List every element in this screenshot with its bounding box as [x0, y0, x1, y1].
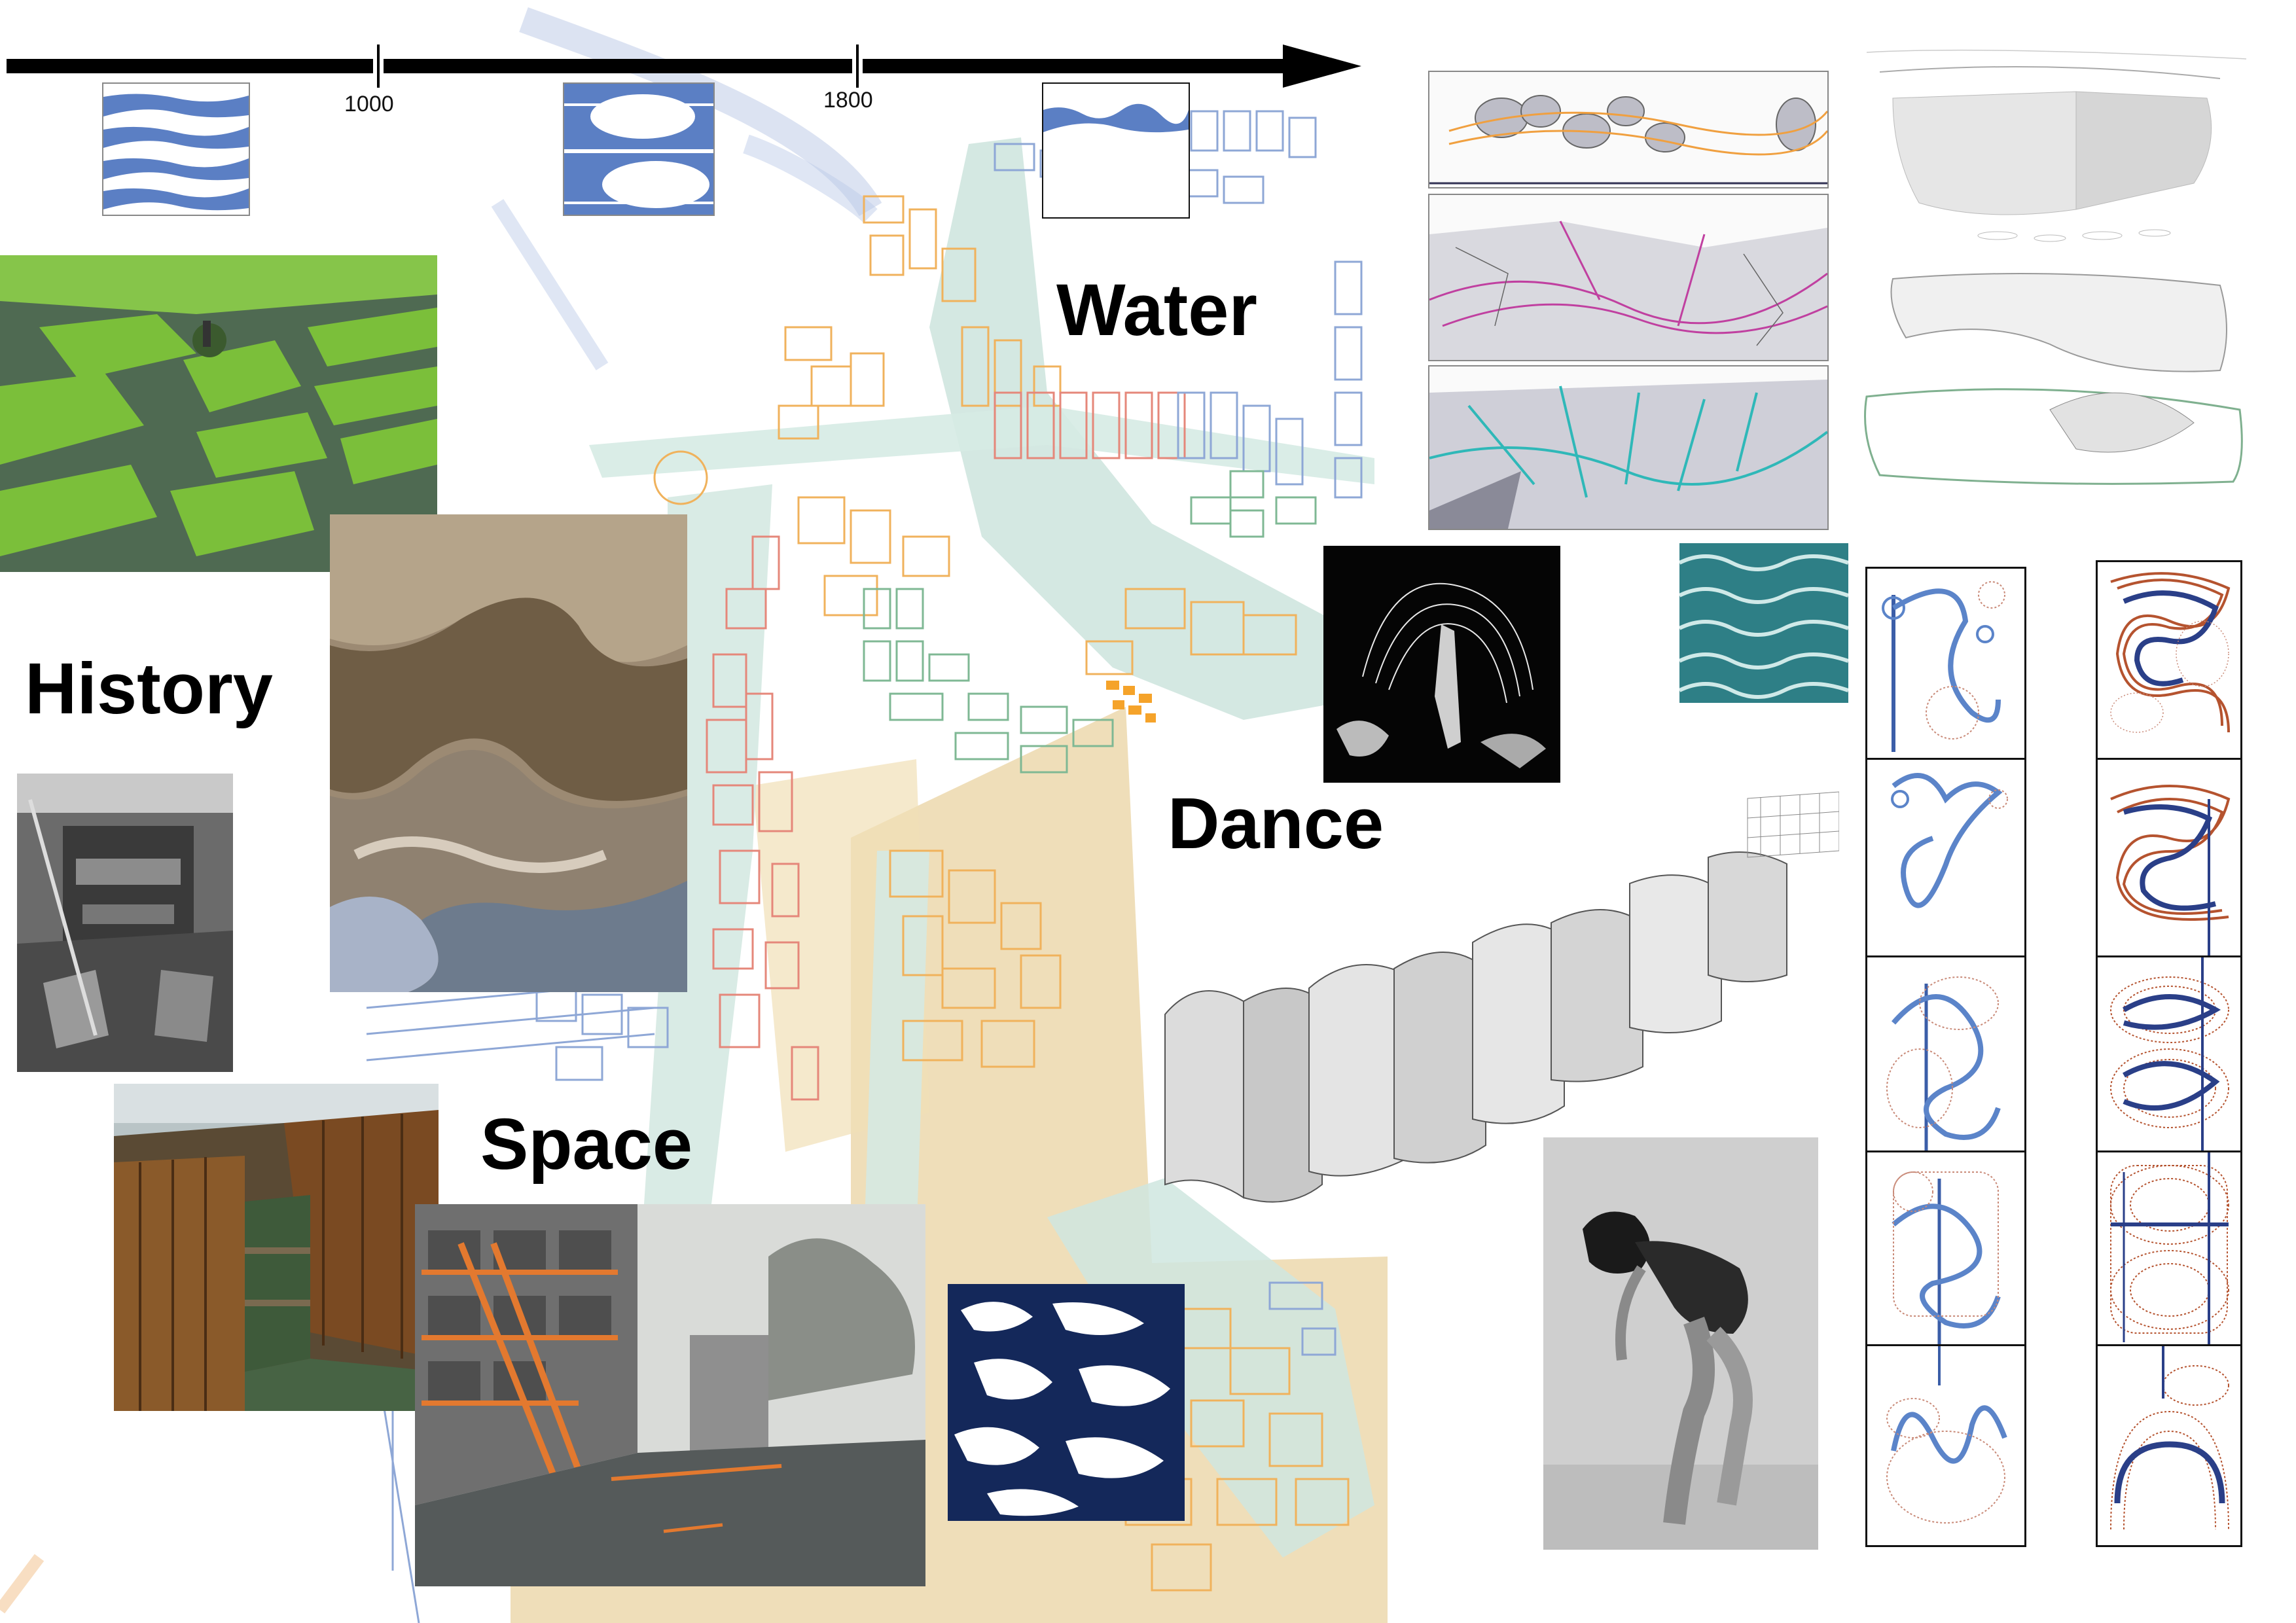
movement-diagram-blue-3 [1865, 955, 2026, 1154]
timeline-tick-label: 1800 [823, 88, 873, 113]
movement-diagram-blue-4 [1865, 1150, 2026, 1348]
timeline-arrow-icon [7, 45, 1361, 88]
map-red-blocks [706, 391, 1186, 1101]
heading-dance: Dance [1168, 783, 1384, 864]
movement-diagram-rust-1 [2096, 560, 2242, 762]
movement-diagram-blue-5 [1865, 1344, 2026, 1547]
map-streak [519, 7, 882, 217]
map-orange-cluster [1106, 681, 1156, 722]
heading-space: Space [480, 1104, 693, 1185]
curved-wall-model-render [1145, 779, 1839, 1250]
sculpture-render-bottom [1854, 266, 2246, 488]
heading-water: Water [1056, 269, 1258, 351]
sheet-pile-photo [114, 1084, 439, 1411]
hydro-map-panel-3 [1428, 365, 1829, 530]
movement-diagram-rust-5 [2096, 1344, 2242, 1547]
timeline-water-thumbnail-1 [102, 82, 250, 216]
water-splash-dance-photo [1323, 546, 1560, 783]
map-orange-blocks [653, 195, 1350, 1592]
hydro-map-panel-1 [1428, 71, 1829, 188]
map-streak-2 [491, 199, 609, 370]
timeline-tick-label: 1000 [344, 92, 394, 116]
water-channel-photo [330, 514, 687, 992]
water-texture-teal [1679, 543, 1848, 703]
map-river-band-3 [864, 851, 929, 1243]
movement-diagram-rust-4 [2096, 1150, 2242, 1348]
map-river-band [929, 137, 1388, 720]
urban-canal-photo [415, 1204, 925, 1586]
excavation-photo [17, 774, 233, 1072]
map-river-band-5 [589, 406, 1374, 484]
movement-diagram-rust-2 [2096, 758, 2242, 959]
sculpture-render-top [1854, 39, 2246, 249]
hydro-map-panel-2 [1428, 194, 1829, 361]
map-streak-3 [743, 134, 878, 223]
movement-diagram-blue-1 [1865, 567, 2026, 762]
map-orange-streak [0, 1554, 45, 1614]
movement-diagram-rust-3 [2096, 955, 2242, 1154]
timeline-water-thumbnail-2 [563, 82, 715, 216]
movement-diagram-blue-2 [1865, 758, 2026, 959]
heading-history: History [25, 649, 273, 729]
timeline-water-thumbnail-3 [1042, 82, 1190, 219]
map-green-blocks [863, 470, 1317, 774]
water-texture-navy [948, 1284, 1185, 1521]
dancer-photo [1543, 1137, 1818, 1550]
map-river-band-4 [1047, 1178, 1374, 1558]
